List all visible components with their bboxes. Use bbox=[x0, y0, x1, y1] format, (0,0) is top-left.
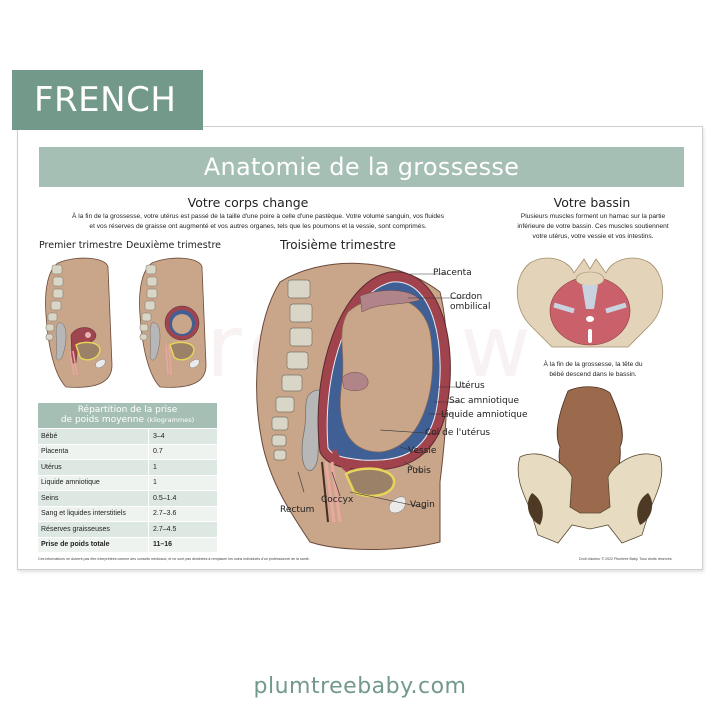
pelvic-floor-illustration bbox=[516, 257, 664, 348]
label-ombilical: ombilical bbox=[450, 302, 491, 312]
pelvis-caption-2: bébé descend dans le bassin. bbox=[549, 371, 637, 378]
weight-table-unit: (kilogrammes) bbox=[146, 415, 195, 424]
row-label: Réserves graisseuses bbox=[38, 522, 148, 537]
row-value: 11–16 bbox=[149, 537, 217, 552]
row-label: Bébé bbox=[38, 429, 148, 444]
website-url: plumtreebaby.com bbox=[253, 674, 467, 699]
weight-table-title-2: de poids moyenne (kilogrammes) bbox=[40, 414, 215, 426]
label-placenta: Placenta bbox=[433, 268, 472, 278]
row-label: Seins bbox=[38, 491, 148, 506]
third-trimester-illustration bbox=[256, 262, 468, 550]
label-bladder: Vessie bbox=[408, 446, 437, 456]
body-section-text-2: et vos réserves de graisse ont augmenté … bbox=[89, 223, 427, 230]
poster-title: Anatomie de la grossesse bbox=[39, 147, 684, 187]
row-value: 2.7–3.6 bbox=[149, 506, 217, 521]
label-rectum: Rectum bbox=[280, 505, 315, 515]
first-trimester-label: Premier trimestre bbox=[39, 240, 123, 251]
weight-table-header: Répartition de la prise de poids moyenne… bbox=[38, 403, 217, 428]
row-value: 0.5–1.4 bbox=[149, 491, 217, 506]
row-label: Prise de poids totale bbox=[38, 537, 148, 552]
third-trimester-label: Troisième trimestre bbox=[280, 238, 396, 252]
row-label: Liquide amniotique bbox=[38, 475, 148, 490]
row-label: Sang et liquides interstitiels bbox=[38, 506, 148, 521]
body-section-heading: Votre corps change bbox=[187, 195, 309, 210]
body-section-text-1: À la fin de la grossesse, votre utérus e… bbox=[72, 213, 444, 220]
label-uterus: Utérus bbox=[455, 381, 485, 391]
row-label: Utérus bbox=[38, 460, 148, 475]
label-cordon: Cordon bbox=[450, 292, 483, 302]
row-value: 1 bbox=[149, 460, 217, 475]
pelvis-section-heading: Votre bassin bbox=[553, 195, 631, 210]
language-tag: FRENCH bbox=[12, 70, 203, 130]
label-amniotic-sac: Sac amniotique bbox=[449, 396, 520, 406]
pelvis-section-text-3: votre utérus, votre vessie et vos intest… bbox=[532, 233, 654, 240]
weight-table-title-1: Répartition de la prise bbox=[77, 405, 178, 415]
disclaimer: Ces informations ne doivent pas être int… bbox=[38, 557, 310, 561]
label-amniotic-fluid: Liquide amniotique bbox=[441, 410, 528, 420]
label-pubis: Pubis bbox=[407, 466, 431, 476]
weight-table-title-2-text: de poids moyenne bbox=[60, 414, 145, 425]
baby-in-pelvis-illustration bbox=[517, 386, 663, 544]
second-trimester-illustration bbox=[139, 257, 207, 388]
row-value: 2.7–4.5 bbox=[149, 522, 217, 537]
pelvis-section-text-2: inférieure de votre bassin. Ces muscles … bbox=[517, 223, 669, 230]
row-value: 3–4 bbox=[149, 429, 217, 444]
first-trimester-illustration bbox=[45, 257, 113, 388]
pelvis-caption-1: À la fin de la grossesse, la tête du bbox=[543, 361, 643, 368]
label-vagina: Vagin bbox=[410, 500, 435, 510]
second-trimester-label: Deuxième trimestre bbox=[126, 240, 221, 251]
label-coccyx: Coccyx bbox=[321, 495, 354, 505]
label-cervix: Col de l'utérus bbox=[425, 428, 491, 438]
pelvis-section-text-1: Plusieurs muscles forment un hamac sur l… bbox=[520, 213, 666, 220]
row-value: 0.7 bbox=[149, 444, 217, 459]
poster: Anatomie de la grossesse Preview Votre c… bbox=[17, 126, 703, 570]
weight-gain-table: Répartition de la prise de poids moyenne… bbox=[38, 403, 217, 552]
row-label: Placenta bbox=[38, 444, 148, 459]
row-value: 1 bbox=[149, 475, 217, 490]
copyright: Droit d'auteur © 2022 Plumtree Baby. Tou… bbox=[579, 557, 673, 561]
